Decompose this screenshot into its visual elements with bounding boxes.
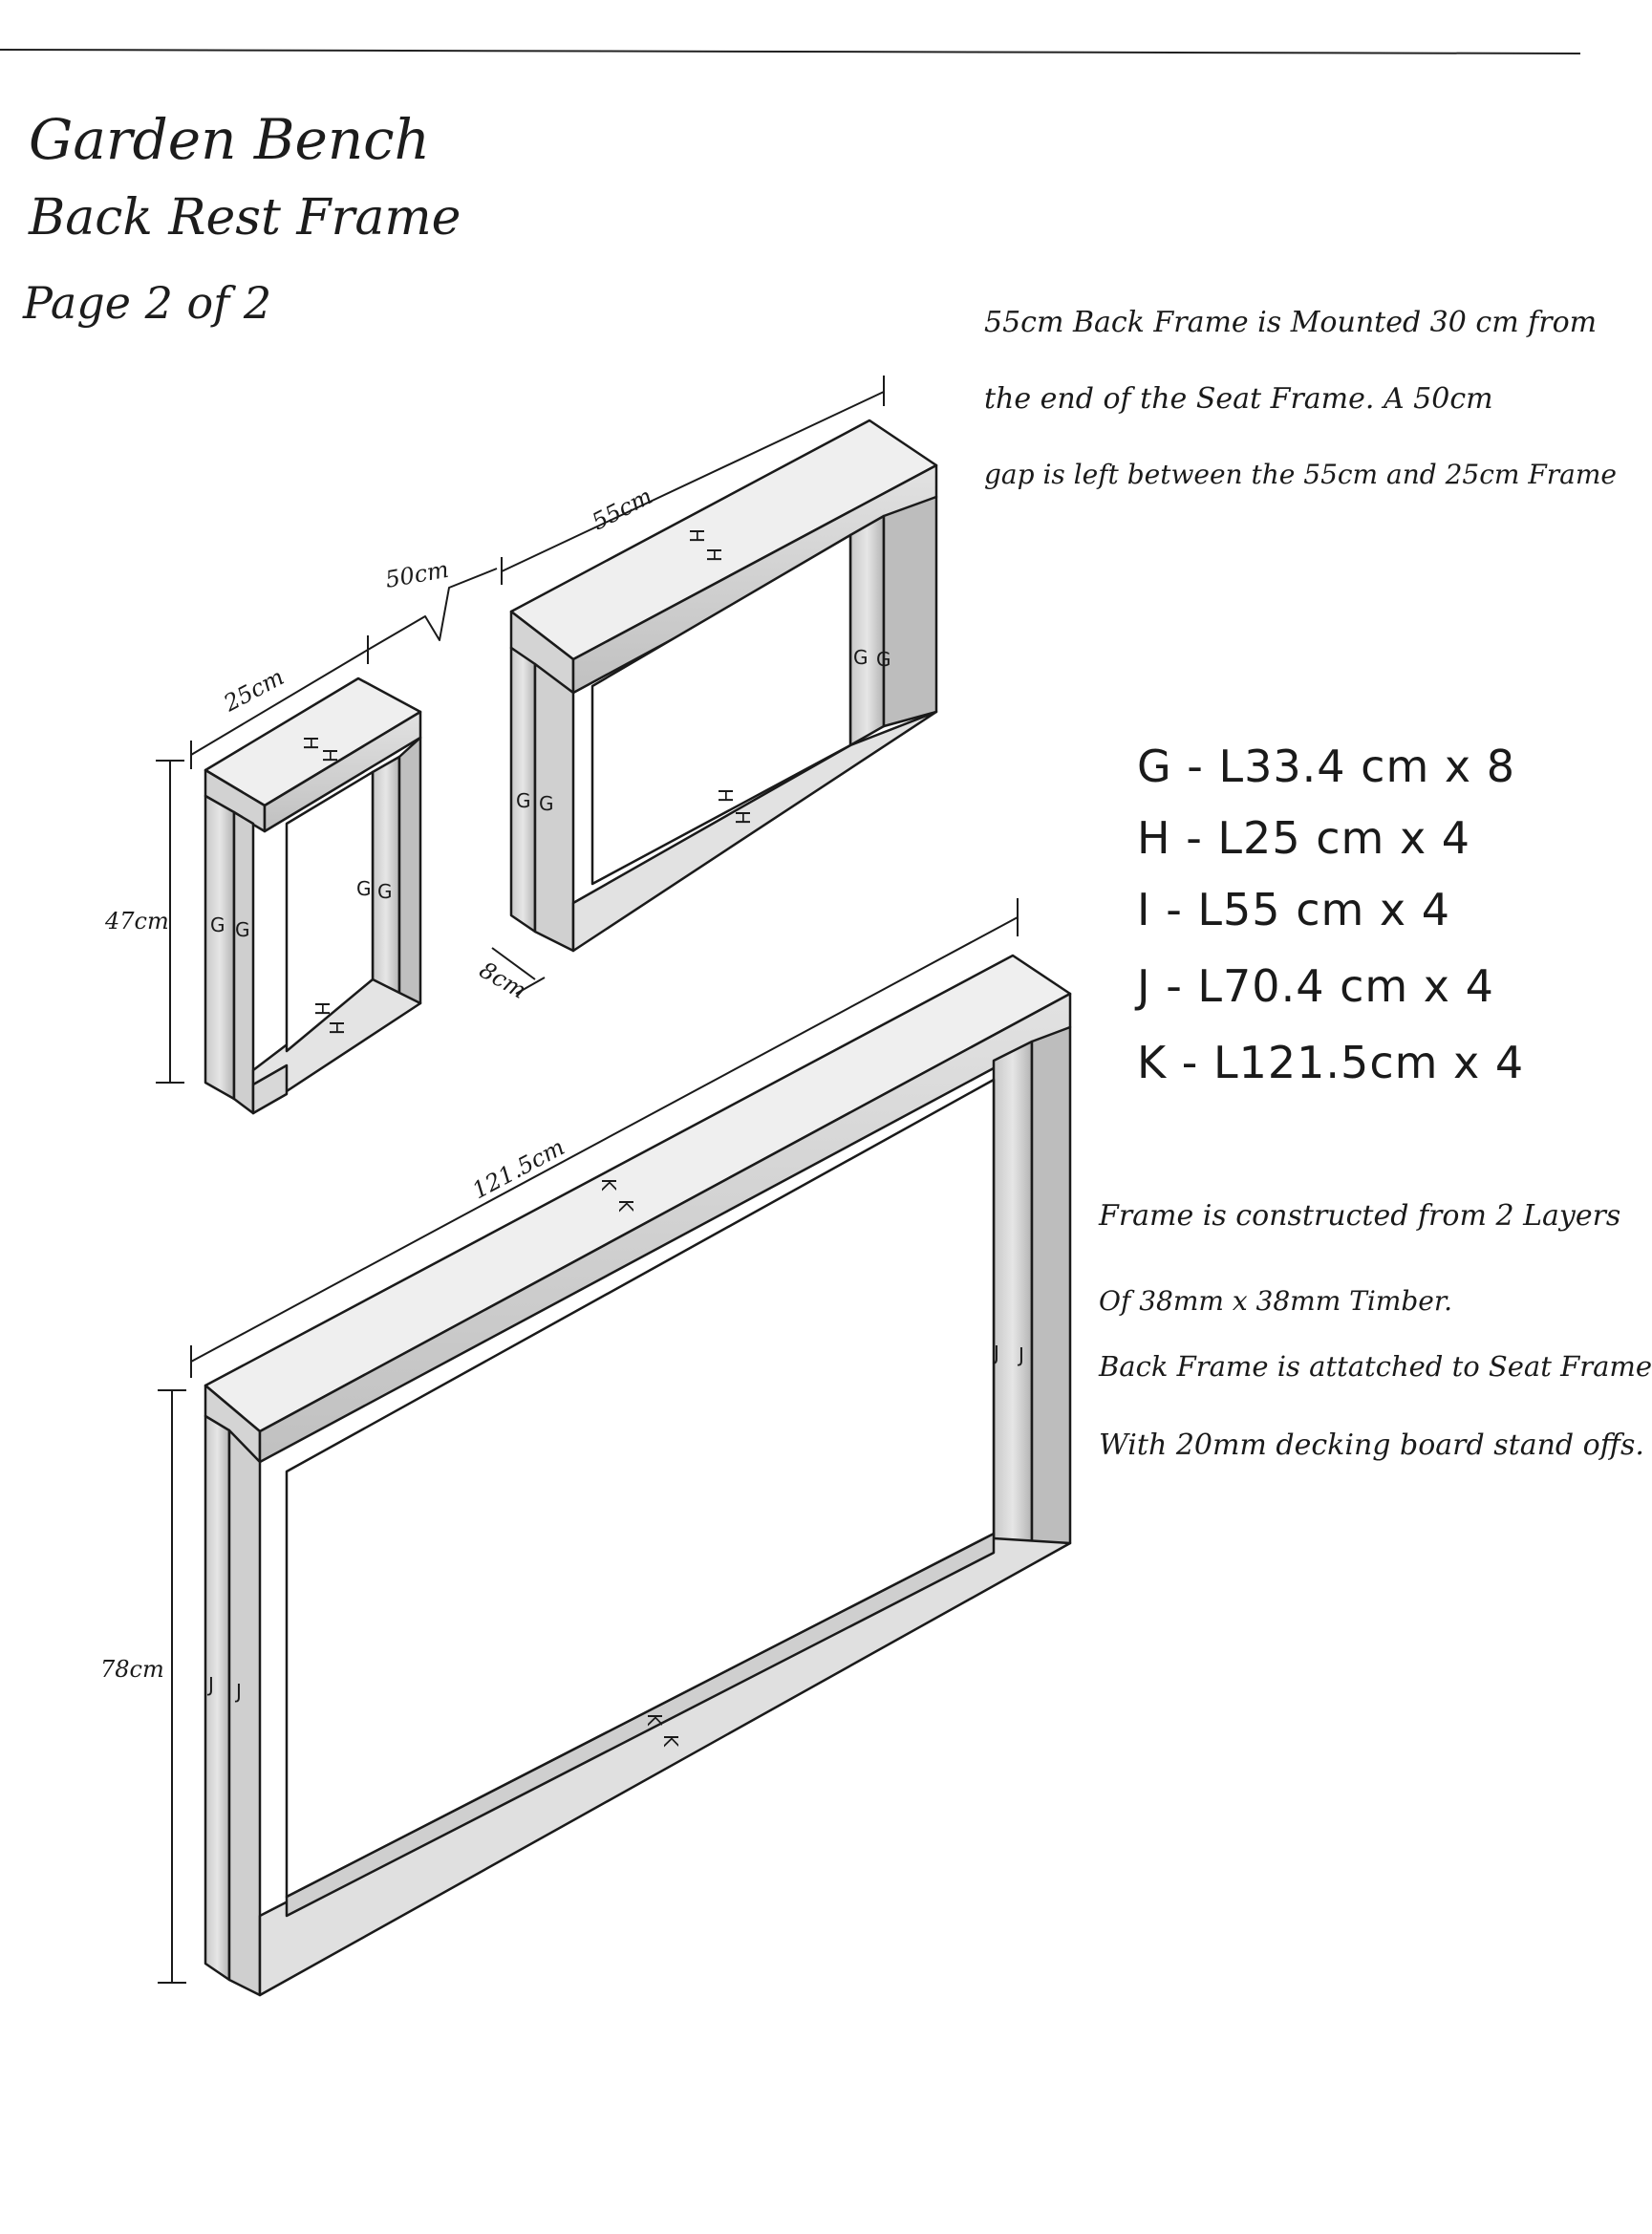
note-bottom-line-4: With 20mm decking board stand offs. bbox=[1099, 1428, 1644, 1462]
mark-g-small-right-2: G bbox=[377, 880, 393, 903]
frame-drawing: 25cm 50cm 55cm 47cm 8cm 121.5cm 78cm H H… bbox=[0, 49, 1581, 1997]
dimension-lines bbox=[156, 376, 1019, 1984]
mark-g-small-left-1: G bbox=[210, 913, 225, 936]
dim-label-depth: 8cm bbox=[475, 956, 531, 1004]
mark-h-small-bottom-2: H bbox=[325, 1020, 348, 1035]
mark-j-large-right-1: J bbox=[992, 1342, 999, 1364]
mark-g-medium-right-1: G bbox=[853, 646, 869, 669]
cut-list-item-k: K - L121.5cm x 4 bbox=[1137, 1037, 1525, 1088]
note-top-line-3: gap is left between the 55cm and 25cm Fr… bbox=[984, 459, 1617, 490]
mark-g-small-right-1: G bbox=[356, 877, 372, 900]
note-top-line-1: 55cm Back Frame is Mounted 30 cm from bbox=[984, 306, 1598, 339]
mark-h-medium-bottom-2: H bbox=[731, 810, 754, 825]
mark-k-large-bottom-1: K bbox=[643, 1713, 666, 1727]
mark-h-medium-bottom-1: H bbox=[714, 788, 737, 803]
cut-list-item-j: J - L70.4 cm x 4 bbox=[1137, 960, 1494, 1012]
mark-h-small-bottom-1: H bbox=[311, 1001, 333, 1016]
dim-label-large-width: 121.5cm bbox=[468, 1133, 569, 1204]
note-bottom-line-2: Of 38mm x 38mm Timber. bbox=[1099, 1285, 1453, 1317]
mark-j-large-right-2: J bbox=[1017, 1343, 1024, 1366]
dim-label-small-height: 47cm bbox=[104, 908, 169, 934]
diagram-title: Garden Bench bbox=[29, 107, 431, 172]
diagram-subtitle: Back Rest Frame bbox=[29, 189, 461, 247]
mark-g-medium-right-2: G bbox=[876, 648, 891, 671]
page-number: Page 2 of 2 bbox=[23, 277, 272, 329]
cut-list-item-g: G - L33.4 cm x 8 bbox=[1137, 741, 1515, 792]
cut-list-item-i: I - L55 cm x 4 bbox=[1137, 884, 1451, 935]
dim-label-small-width: 25cm bbox=[219, 663, 289, 718]
mark-k-large-top-2: K bbox=[614, 1199, 637, 1213]
mark-h-small-top-1: H bbox=[299, 736, 322, 750]
mark-g-medium-left-1: G bbox=[516, 789, 531, 812]
large-frame bbox=[204, 954, 1072, 1997]
mark-h-medium-top-2: H bbox=[702, 548, 725, 562]
part-marks: H H G G G G H H H H G G G G H H K K J J … bbox=[206, 528, 1024, 1748]
mark-h-small-top-2: H bbox=[318, 748, 341, 763]
page-top-rule bbox=[0, 49, 1581, 54]
note-top-line-2: the end of the Seat Frame. A 50cm bbox=[984, 382, 1493, 416]
dim-label-gap: 50cm bbox=[383, 556, 451, 593]
note-bottom-line-1: Frame is constructed from 2 Layers bbox=[1099, 1199, 1621, 1233]
dim-label-large-height: 78cm bbox=[100, 1656, 164, 1683]
mark-g-small-left-2: G bbox=[235, 918, 250, 941]
mark-j-large-left-1: J bbox=[206, 1673, 214, 1696]
dim-label-medium-width: 55cm bbox=[588, 483, 656, 535]
mark-h-medium-top-1: H bbox=[685, 528, 708, 543]
mark-k-large-top-1: K bbox=[597, 1178, 620, 1192]
note-bottom-line-3: Back Frame is attatched to Seat Frame bbox=[1099, 1350, 1652, 1383]
mark-g-medium-left-2: G bbox=[539, 792, 554, 815]
medium-frame bbox=[509, 419, 938, 953]
mark-j-large-left-2: J bbox=[234, 1680, 242, 1703]
small-frame bbox=[204, 677, 422, 1115]
mark-k-large-bottom-2: K bbox=[659, 1734, 682, 1748]
cut-list-item-h: H - L25 cm x 4 bbox=[1137, 812, 1471, 864]
